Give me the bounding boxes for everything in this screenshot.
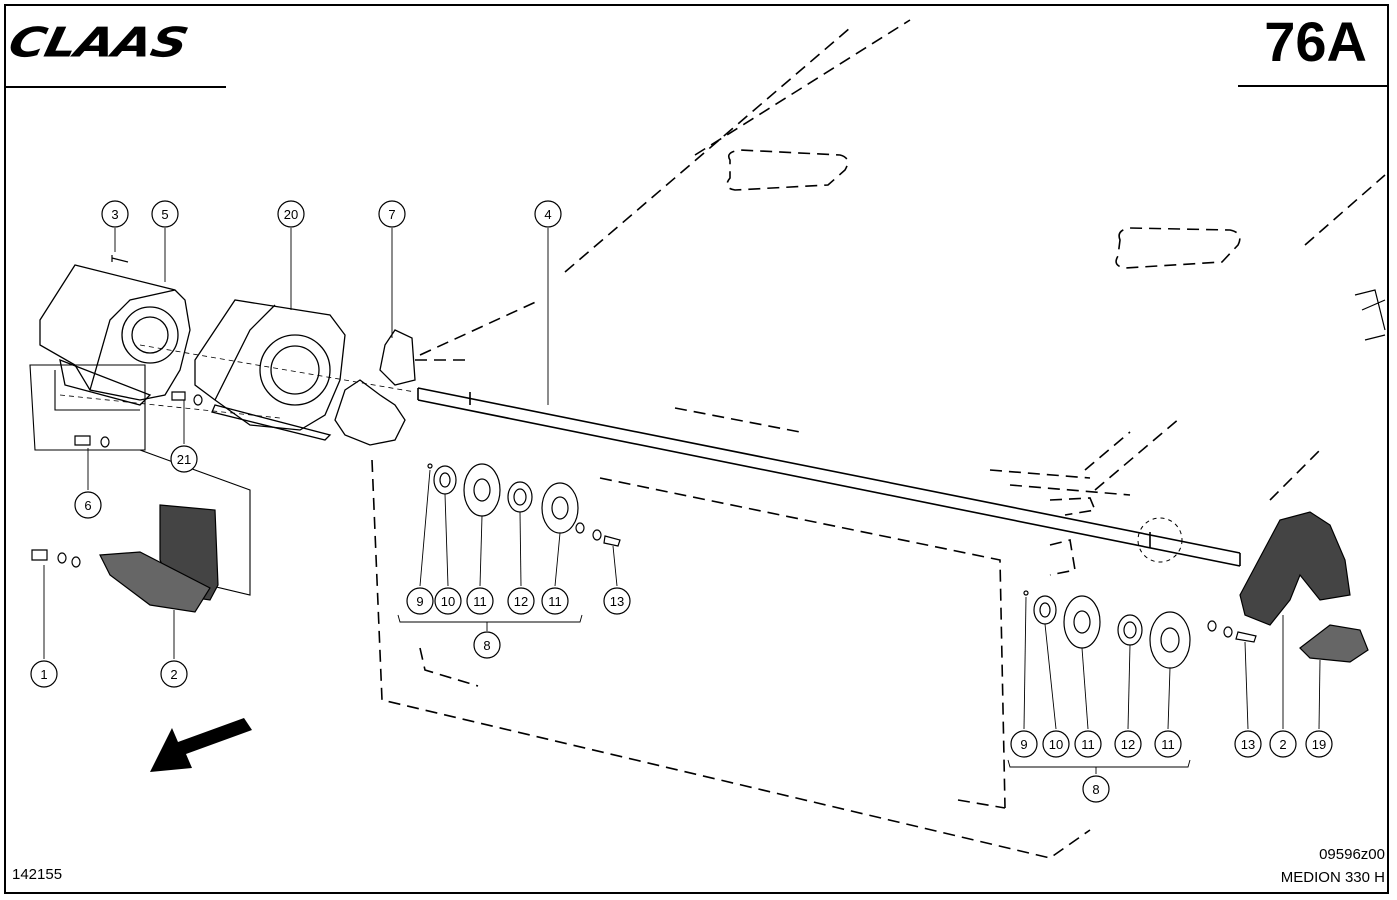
logo-underline [4, 86, 226, 88]
callout-13: 13 [603, 587, 631, 615]
background-stub-lines [1354, 289, 1386, 341]
document-number: 142155 [12, 866, 63, 883]
callout-8: 8 [473, 631, 501, 659]
assembly-axis-lines [59, 344, 416, 419]
svg-text:12: 12 [1121, 737, 1135, 752]
svg-text:10: 10 [441, 594, 455, 609]
svg-text:6: 6 [84, 498, 91, 513]
svg-text:13: 13 [610, 594, 624, 609]
svg-text:2: 2 [1279, 737, 1286, 752]
callout-8: 8 [1082, 775, 1110, 803]
sheet-number-underline [1238, 85, 1388, 87]
shield-right [1239, 511, 1369, 663]
leader-lines [43, 228, 1321, 774]
callout-2: 2 [160, 660, 188, 688]
svg-text:7: 7 [388, 207, 395, 222]
callout-9: 9 [406, 587, 434, 615]
direction-arrow-icon [150, 718, 252, 772]
drawing-number: 09596z00 [1319, 846, 1385, 863]
callout-5: 5 [151, 200, 179, 228]
machine-outline [371, 19, 1386, 859]
sheet-number: 76A [1264, 10, 1367, 73]
callout-11: 11 [1074, 730, 1102, 758]
svg-text:9: 9 [1020, 737, 1027, 752]
callouts: 3 5 20 7 4 21 6 1 2 9 10 11 12 11 13 8 9… [30, 200, 1333, 803]
callout-2: 2 [1269, 730, 1297, 758]
bearing-kit-left [427, 463, 621, 547]
callout-9: 9 [1010, 730, 1038, 758]
svg-text:13: 13 [1241, 737, 1255, 752]
svg-text:9: 9 [416, 594, 423, 609]
svg-text:11: 11 [1161, 737, 1175, 752]
callout-12: 12 [1114, 730, 1142, 758]
gasket-plate [334, 329, 416, 446]
svg-text:10: 10 [1049, 737, 1063, 752]
callout-4: 4 [534, 200, 562, 228]
svg-text:11: 11 [1081, 737, 1095, 752]
svg-text:20: 20 [284, 207, 298, 222]
drive-cover-left [39, 264, 191, 406]
bearing-kit-right [1023, 590, 1257, 669]
callout-1: 1 [30, 660, 58, 688]
fasteners [31, 255, 203, 568]
callout-11: 11 [1154, 730, 1182, 758]
callout-10: 10 [1042, 730, 1070, 758]
svg-text:4: 4 [544, 207, 551, 222]
svg-text:12: 12 [514, 594, 528, 609]
callout-7: 7 [378, 200, 406, 228]
callout-20: 20 [277, 200, 305, 228]
svg-text:19: 19 [1312, 737, 1326, 752]
svg-text:2: 2 [170, 667, 177, 682]
callout-11: 11 [541, 587, 569, 615]
shield-left [99, 504, 219, 613]
svg-text:11: 11 [548, 594, 562, 609]
drawing-frame [4, 4, 1389, 894]
gearbox-housing [194, 299, 346, 441]
svg-text:5: 5 [161, 207, 168, 222]
callout-3: 3 [101, 200, 129, 228]
callout-11: 11 [466, 587, 494, 615]
model-name: MEDION 330 H [1280, 869, 1385, 886]
callout-6: 6 [74, 491, 102, 519]
callout-21: 21 [170, 445, 198, 473]
svg-text:3: 3 [111, 207, 118, 222]
callout-13: 13 [1234, 730, 1262, 758]
callout-10: 10 [434, 587, 462, 615]
svg-text:21: 21 [177, 452, 191, 467]
svg-text:1: 1 [40, 667, 47, 682]
svg-text:11: 11 [473, 594, 487, 609]
shaft [417, 387, 1241, 567]
shaft-flange-dashed [1137, 517, 1183, 563]
svg-text:8: 8 [1092, 782, 1099, 797]
svg-text:8: 8 [483, 638, 490, 653]
callout-19: 19 [1305, 730, 1333, 758]
callout-12: 12 [507, 587, 535, 615]
